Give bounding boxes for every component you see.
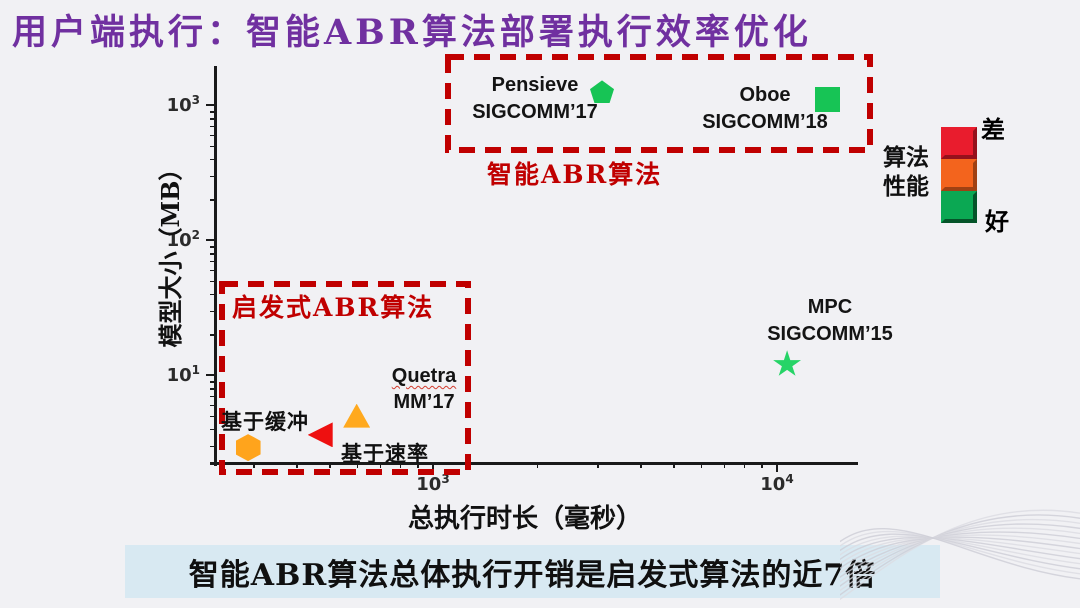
legend-title: 算法 性能 <box>883 144 929 200</box>
y-minor-tick <box>210 199 215 201</box>
legend-bad-label: 差 <box>981 115 1005 144</box>
quetra-name: Quetra <box>391 365 457 387</box>
y-axis-title: 模型大小（MB） <box>156 156 185 348</box>
x-tick-label: 104 <box>760 472 794 495</box>
page-title: 用户端执行：智能ABR算法部署执行效率优化 <box>12 12 812 53</box>
legend-good-label: 好 <box>985 207 1009 236</box>
buffer-based-label: 基于缓冲 <box>221 409 309 434</box>
x-minor-tick <box>536 463 539 468</box>
x-minor-tick <box>296 463 298 468</box>
x-major-tick <box>776 463 778 472</box>
y-minor-tick <box>210 253 215 255</box>
conclusion-banner: 智能ABR算法总体执行开销是启发式算法的近7倍 <box>125 545 940 598</box>
y-minor-tick <box>210 118 215 120</box>
y-minor-tick <box>210 388 215 390</box>
y-minor-tick <box>210 246 215 248</box>
pensieve-name: Pensieve <box>491 74 579 96</box>
x-minor-tick <box>329 463 331 468</box>
y-minor-tick <box>210 428 215 431</box>
x-minor-tick <box>597 463 599 468</box>
y-axis-line <box>214 66 217 466</box>
y-minor-tick <box>210 175 215 178</box>
mpc-point-label: MPC SIGCOMM’15 <box>750 294 910 348</box>
x-minor-tick <box>673 463 675 468</box>
x-minor-tick <box>723 463 726 468</box>
x-minor-tick <box>700 463 703 468</box>
quetra-point-label: Quetra MM’17 <box>381 363 467 415</box>
mpc-marker <box>773 350 802 376</box>
smart-abr-group-label: 智能ABR算法 <box>487 160 663 189</box>
oboe-name: Oboe <box>739 84 791 106</box>
y-minor-tick <box>210 158 215 161</box>
heuristic-abr-group-label: 启发式ABR算法 <box>232 293 435 322</box>
y-minor-tick <box>210 280 215 283</box>
x-tick-label: 103 <box>416 472 450 495</box>
x-major-tick <box>432 463 434 472</box>
y-major-tick <box>206 239 215 241</box>
y-tick-label: 102 <box>166 228 200 251</box>
oboe-venue: SIGCOMM’18 <box>702 111 828 133</box>
y-tick-label: 101 <box>166 363 200 386</box>
legend-square-good <box>941 191 977 223</box>
legend-square-mid <box>941 159 977 191</box>
y-minor-tick <box>210 145 215 148</box>
y-minor-tick <box>210 404 215 407</box>
legend-square-bad <box>941 127 977 159</box>
rate-based-label: 基于速率 <box>341 441 429 466</box>
quetra-marker <box>343 403 371 428</box>
oboe-point-label: Oboe SIGCOMM’18 <box>698 82 832 136</box>
y-tick-label: 103 <box>166 93 200 116</box>
y-minor-tick <box>210 111 215 113</box>
quetra-venue: MM’17 <box>393 391 455 413</box>
y-minor-tick <box>210 415 215 418</box>
y-minor-tick <box>210 445 215 448</box>
pensieve-point-label: Pensieve SIGCOMM’17 <box>455 72 615 126</box>
legend-color-scale <box>941 127 977 223</box>
y-minor-tick <box>210 134 215 137</box>
y-minor-tick <box>210 260 215 263</box>
oboe-marker <box>814 86 840 112</box>
x-minor-tick <box>640 463 642 468</box>
pensieve-marker <box>590 80 615 104</box>
y-minor-tick <box>210 293 215 296</box>
y-major-tick <box>206 104 215 106</box>
x-minor-tick <box>253 463 255 468</box>
x-axis-line <box>210 462 858 465</box>
x-axis-title: 总执行时长（毫秒） <box>407 504 642 534</box>
y-minor-tick <box>210 395 215 398</box>
mpc-venue: SIGCOMM’15 <box>767 323 893 345</box>
y-minor-tick <box>210 125 215 128</box>
x-minor-tick <box>761 463 763 468</box>
y-minor-tick <box>210 334 215 336</box>
x-minor-tick <box>743 463 746 468</box>
rate-based-marker <box>307 422 333 448</box>
y-major-tick <box>206 374 215 376</box>
buffer-based-marker <box>235 434 261 462</box>
y-minor-tick <box>210 269 215 272</box>
y-minor-tick <box>210 381 215 383</box>
pensieve-venue: SIGCOMM’17 <box>472 101 598 123</box>
y-minor-tick <box>210 310 215 313</box>
mpc-name: MPC <box>807 296 853 318</box>
